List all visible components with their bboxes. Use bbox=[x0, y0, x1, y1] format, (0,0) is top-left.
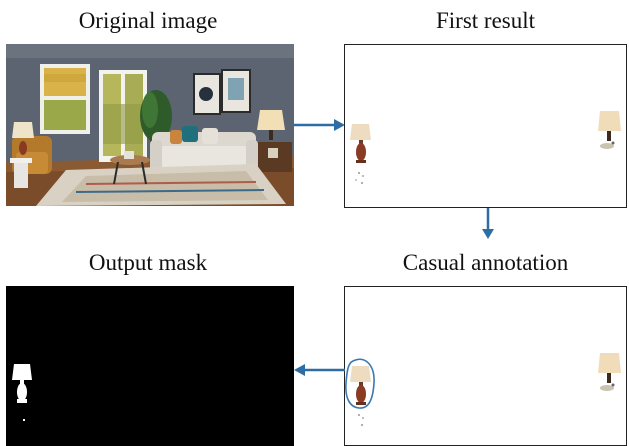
annotation-circle bbox=[345, 358, 375, 409]
caption-output-mask: Output mask bbox=[88, 250, 208, 275]
caption-first-result: First result bbox=[435, 8, 536, 33]
output-mask-panel bbox=[6, 286, 294, 446]
annotated-lamps bbox=[345, 353, 621, 426]
arrow-right bbox=[294, 119, 345, 131]
original-image-panel bbox=[6, 44, 294, 206]
living-room-photo bbox=[6, 44, 294, 206]
caption-original-image: Original image bbox=[78, 8, 218, 33]
casual-annotation-panel bbox=[344, 286, 627, 446]
first-result-panel bbox=[344, 44, 627, 208]
caption-casual-annotation: Casual annotation bbox=[402, 250, 569, 275]
arrow-left bbox=[294, 364, 345, 376]
binary-mask bbox=[6, 286, 294, 446]
arrow-down bbox=[482, 208, 494, 239]
segmented-lamps bbox=[350, 111, 621, 184]
